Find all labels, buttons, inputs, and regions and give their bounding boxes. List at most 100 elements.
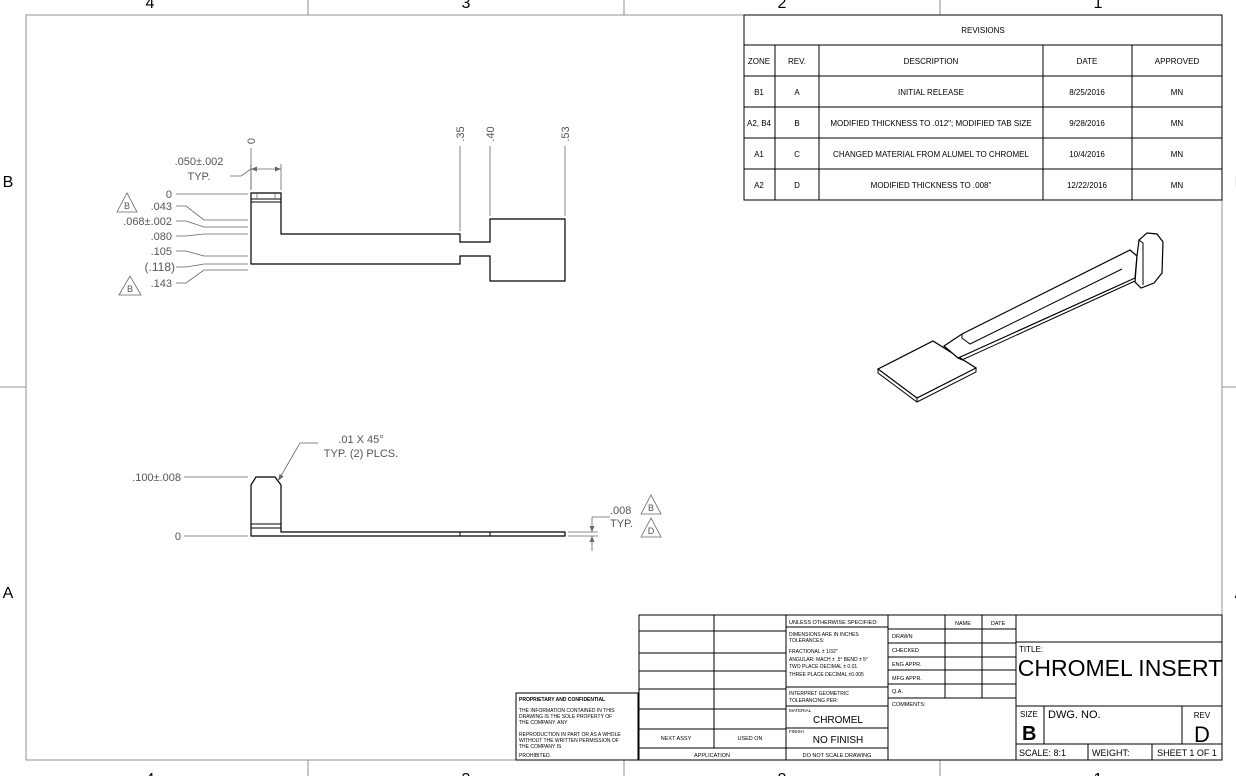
width-dim-arrows [251,166,281,172]
datum-triangle [116,192,138,213]
proprietary-line: DRAWING IS THE SOLE PROPERTY OF [519,714,612,720]
datum-triangle [118,275,142,296]
rev-header-approved: APPROVED [1155,57,1200,66]
chamfer-note-typ: TYP. (2) PLCS. [324,448,398,460]
rev-row-zone: A2, B4 [747,119,772,128]
application-label: APPLICATION [694,753,730,759]
side-zero: 0 [175,531,181,543]
tolerance-line: FRACTIONAL ± 1/32" [789,649,838,655]
comments-label: COMMENTS: [892,702,926,708]
qa-label: Q.A. [892,689,903,695]
top-view-outline [250,192,566,282]
size-label: SIZE [1020,710,1038,719]
tolerance-line: ANGULAR: MACH ± .5° BEND ± 5° [789,657,868,663]
drawing-title: CHROMEL INSERT [1018,655,1222,681]
ordinate-y-143: .143 [151,278,172,290]
rev-value: D [1194,722,1210,747]
revisions-table: REVISIONS ZONE REV. DESCRIPTION DATE APP… [743,14,1223,201]
height-dimension: .100±.008 [132,472,181,484]
sheet-label: SHEET 1 OF 1 [1157,748,1217,758]
thickness-dimension: .008 [610,505,631,517]
rev-header-zone: ZONE [748,57,770,66]
ordinate-x-35: .35 [455,126,467,141]
dwg-no-label: DWG. NO. [1048,709,1101,721]
name-header: NAME [955,621,971,627]
rev-header-date: DATE [1077,57,1098,66]
do-not-scale: DO NOT SCALE DRAWING [803,753,872,759]
eng-appr-label: ENG APPR. [892,662,922,668]
rev-row-date: 9/28/2016 [1069,119,1105,128]
proprietary-line: WITHOUT THE WRITTEN PERMISSION OF [519,738,619,744]
row-label-b-right: B [1235,174,1236,191]
rev-row-description: MODIFIED THICKNESS TO .008" [871,181,992,190]
tolerance-line: TOLERANCES: [789,638,824,644]
proprietary-title: PROPRIETARY AND CONFIDENTIAL [519,697,605,703]
zone-top-4: 4 [146,0,155,12]
size-value: B [1022,723,1036,745]
date-header: DATE [991,621,1006,627]
ordinate-x-53: .53 [560,126,572,141]
top-view: .050±.002 TYP. 0 .35 .40 .53 0 .043 .068… [116,126,572,296]
side-view: .01 X 45° TYP. (2) PLCS. .100±.008 0 .00… [132,434,662,551]
isometric-view [876,232,1164,403]
mfg-appr-label: MFG APPR. [892,676,922,682]
rev-row-approved: MN [1171,150,1184,159]
proprietary-line: THE COMPANY IS [519,744,562,750]
next-assy-label: NEXT ASSY [661,736,692,742]
rev-row-rev: C [794,150,800,159]
zone-bottom-3: 3 [462,771,471,776]
unless-specified: UNLESS OTHERWISE SPECIFIED: [789,620,878,626]
row-label-a-right: A [1235,585,1236,602]
rev-row-rev: B [794,119,799,128]
chamfer-arrow [278,474,284,481]
rev-header-description: DESCRIPTION [904,57,959,66]
rev-row-approved: MN [1171,119,1184,128]
ordinate-y-105: .105 [151,246,172,258]
scale-label: SCALE: 8:1 [1019,748,1066,758]
row-label-a-left: A [3,585,14,602]
rev-row-description: INITIAL RELEASE [898,88,964,97]
finish-label: FINISH [789,729,804,734]
proprietary-line: THE COMPANY. ANY [519,720,568,726]
material-value: CHROMEL [813,715,863,726]
iso-tab [1134,232,1164,289]
datum-label-d: D [648,526,655,536]
title-label: TITLE: [1019,645,1043,654]
rev-row-description: MODIFIED THICKNESS TO .012"; MODIFIED TA… [830,119,1031,128]
rev-row-approved: MN [1171,88,1184,97]
revisions-title: REVISIONS [961,26,1005,35]
thickness-typ: TYP. [610,518,633,530]
chamfer-note: .01 X 45° [338,434,383,446]
zone-top-3: 3 [462,0,471,12]
proprietary-line: PROHIBITED. [519,753,551,759]
material-label: MATERIAL [789,708,812,713]
zone-bottom-4: 4 [146,771,155,776]
rev-header-rev: REV. [788,57,806,66]
zone-top-2: 2 [778,0,787,12]
datum-label: B [124,201,130,211]
zone-labels: 4 3 2 1 4 3 2 1 B A B A [3,0,1236,776]
tolerance-line: DIMENSIONS ARE IN INCHES [789,632,859,638]
rev-row-approved: MN [1171,181,1184,190]
rev-row-zone: A1 [754,150,764,159]
ordinate-y-118: (.118) [145,260,175,274]
datum-label-b: B [648,503,654,513]
proprietary-line: THE INFORMATION CONTAINED IN THIS [519,708,615,714]
rev-label: REV [1194,711,1211,720]
rev-row-rev: A [794,88,800,97]
ordinate-x-40: .40 [485,126,497,141]
title-block: PROPRIETARY AND CONFIDENTIAL THE INFORMA… [515,614,1223,761]
rev-row-date: 8/25/2016 [1069,88,1105,97]
thickness-arrows [589,526,595,542]
drawn-label: DRAWN [892,634,913,640]
used-on-label: USED ON [737,736,762,742]
ordinate-y-080: .080 [151,231,172,243]
ordinate-y-0: 0 [166,189,172,201]
side-view-outline [250,476,566,537]
tolerance-line: TWO PLACE DECIMAL ± 0.01 [789,664,857,670]
datum-triangle [640,494,662,515]
interpret-line: TOLERANCING PER: [789,698,838,704]
zone-bottom-1: 1 [1094,771,1103,776]
rev-row-zone: B1 [754,88,764,97]
